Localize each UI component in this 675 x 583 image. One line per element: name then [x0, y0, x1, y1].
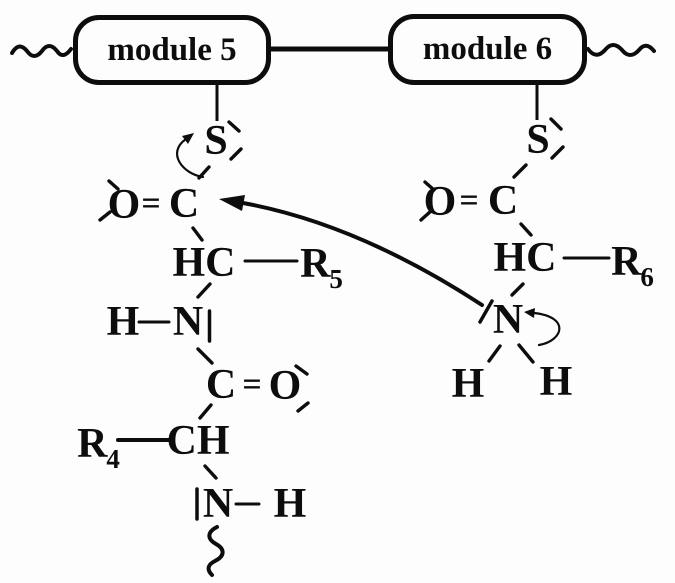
m5-carbonyl2-double-bond: =	[242, 366, 262, 403]
left-polymer-squiggle	[10, 44, 73, 58]
m5-sulfur-label: S	[204, 118, 228, 164]
m5-amide2-nitrogen-label: N	[202, 481, 234, 527]
m5-carbonyl-oxygen-label: O	[107, 182, 141, 228]
m5-oxygen-lonepair-sw	[98, 210, 112, 222]
right-polymer-squiggle	[586, 43, 656, 57]
m6-n-h-right-bond	[517, 343, 535, 364]
m5-carbonyl-double-bond: =	[141, 185, 161, 222]
m6-alpha-carbon-label: HC	[493, 235, 557, 281]
m5-amide-hydrogen-label: H	[106, 299, 140, 345]
m6-amine-hydrogen-right-label: H	[539, 359, 573, 405]
m6-oxygen-lonepair-nw	[423, 180, 436, 192]
m5-alpha-carbon2-label: CH	[166, 418, 230, 464]
module5-box: module 5	[73, 15, 271, 85]
m5-r5-group-label: R5	[300, 241, 344, 293]
m6-s-c-bond	[512, 163, 528, 179]
electron-push-arrowhead-m6-nitrogen	[524, 308, 535, 318]
m6-carbonyl-carbon-label: C	[487, 178, 519, 224]
m5-hc-n-bond	[196, 282, 212, 299]
m5-carbonyl2-oxygen-label: O	[268, 363, 302, 409]
m5-carbonyl-carbon-label: C	[168, 181, 200, 227]
nucleophilic-attack-arrowhead	[219, 195, 245, 211]
m5-r4-group-label: R4	[77, 421, 121, 473]
m5-alpha-carbon-label: HC	[172, 240, 236, 286]
m6-sulfur-label: S	[526, 117, 550, 163]
module5-label: module 5	[107, 31, 237, 68]
m6-amine-n-lonepair-slash	[478, 299, 494, 324]
m5-r5-base: R	[300, 241, 331, 287]
m5-oxygen-lonepair-nw	[107, 179, 120, 191]
m6-carbonyl-oxygen-label: O	[423, 179, 457, 225]
m5-r4-base: R	[77, 421, 108, 467]
m6-hc-n-bond	[510, 282, 525, 297]
m6-c-hc-bond	[519, 222, 533, 237]
m6-sulfur-lonepair-se	[550, 145, 565, 160]
m5-r4-subscript: 4	[106, 444, 120, 474]
electron-push-arrow-m6-nitrogen	[532, 311, 561, 347]
m5-amide2-hydrogen-label: H	[273, 481, 307, 527]
m6-r6-base: R	[611, 239, 642, 285]
m5-oxygen2-lonepair-se	[296, 401, 310, 413]
m6-amine-hydrogen-left-label: H	[451, 361, 485, 407]
electron-push-arrowhead-m5-sulfur	[182, 133, 194, 144]
m6-n-h-left-bond	[487, 344, 502, 363]
m5-n-c-bond	[196, 347, 214, 365]
m5-carbonyl2-carbon-label: C	[205, 362, 237, 408]
m6-amine-nitrogen-label: N	[492, 297, 524, 343]
m5-c-ch-bond	[198, 403, 213, 420]
m5-sulfur-lonepair-se	[229, 147, 243, 161]
m5-sulfur-lonepair-ne	[227, 120, 241, 133]
m6-carbonyl-double-bond: =	[459, 182, 479, 219]
m6-r6-group-label: R6	[611, 239, 655, 291]
m5-c-hc-bond	[191, 226, 204, 242]
m5-oxygen2-lonepair-ne	[294, 364, 309, 376]
m6-oxygen-lonepair-sw	[419, 209, 433, 222]
nucleophilic-attack-arrow	[241, 201, 484, 307]
module6-box: module 6	[388, 14, 587, 85]
m5-amide-nitrogen-label: N	[172, 299, 204, 345]
module6-label: module 6	[422, 31, 553, 67]
m6-r6-subscript: 6	[640, 262, 654, 292]
m5-chain-continues-squiggle	[206, 525, 225, 577]
m5-r5-subscript: 5	[329, 264, 343, 294]
electron-push-arrow-m5-sulfur	[175, 137, 205, 179]
m5-ch-n-bond	[203, 464, 218, 480]
m6-sulfur-lonepair-ne	[549, 117, 563, 131]
